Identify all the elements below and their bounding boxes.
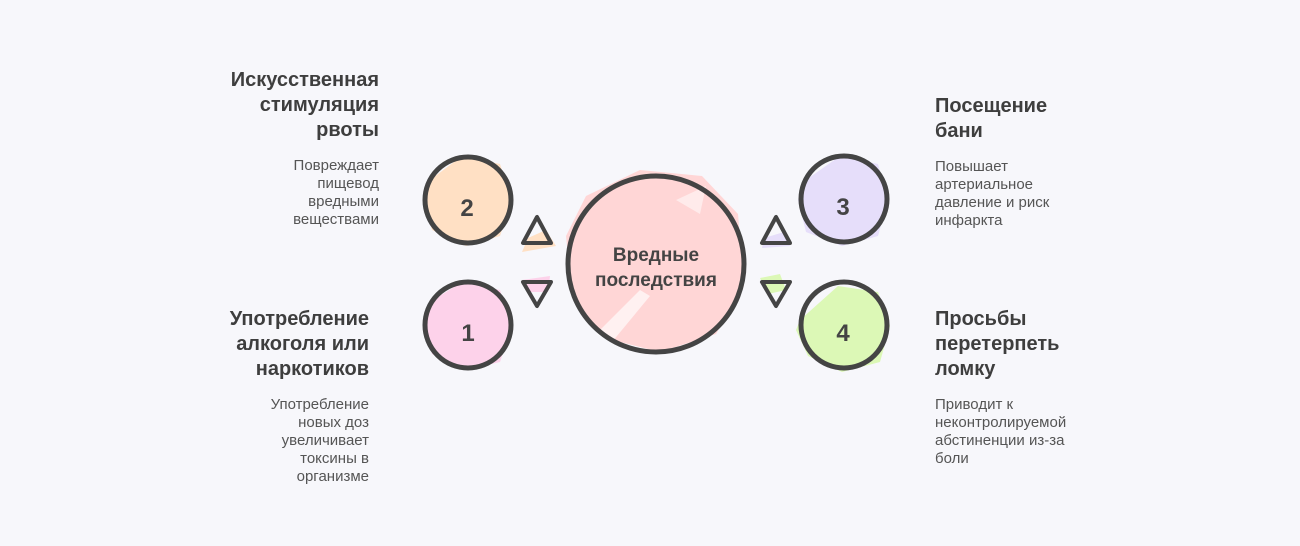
item-4-text: Просьбы перетерпеть ломку Приводит к нек… xyxy=(935,307,1155,468)
item-2-description: Повреждает пищевод вредными веществами xyxy=(293,157,379,228)
node-4-number: 4 xyxy=(836,320,850,347)
arrow-down-left xyxy=(521,276,553,308)
node-4-circle xyxy=(798,279,890,371)
item-3-text: Посещение бани Повышает артериальное дав… xyxy=(935,94,1155,230)
node-1-number: 1 xyxy=(461,320,474,347)
arrow-down-right xyxy=(760,274,792,308)
item-1-title: Употребление алкоголя или наркотиков xyxy=(229,308,369,380)
node-1-circle xyxy=(422,279,514,371)
item-3-title: Посещение бани xyxy=(935,95,1048,142)
item-1-text: Употребление алкоголя или наркотиков Упо… xyxy=(149,307,369,486)
node-2: 2 xyxy=(422,154,514,246)
node-3: 3 xyxy=(798,153,890,246)
node-2-circle xyxy=(422,154,514,246)
item-1-description: Употребление новых доз увеличивает токси… xyxy=(270,396,369,485)
node-3-fill xyxy=(798,156,888,246)
arrow-up-right xyxy=(760,215,792,248)
arrow-up-left xyxy=(521,215,556,252)
node-1: 1 xyxy=(422,279,514,371)
node-2-fill xyxy=(424,156,512,246)
item-2-text: Искусственная стимуляция рвоты Повреждае… xyxy=(159,68,379,229)
arrow-up-left-outline xyxy=(521,215,553,245)
item-3-description: Повышает артериальное давление и риск ин… xyxy=(935,158,1050,229)
center-sketch-stroke xyxy=(596,290,650,342)
center-sketch-stroke-2 xyxy=(676,186,706,214)
node-1-fill xyxy=(424,282,512,370)
center-node: Вредные последствия xyxy=(565,170,747,355)
item-2-title: Искусственная стимуляция рвоты xyxy=(230,69,379,141)
node-3-circle xyxy=(798,153,890,245)
node-4-fill xyxy=(796,286,890,372)
arrow-down-left-outline xyxy=(521,280,553,308)
item-4-description: Приводит к неконтролируемой абстиненции … xyxy=(935,396,1067,467)
node-2-number: 2 xyxy=(460,195,473,222)
arrow-down-right-outline xyxy=(760,280,792,308)
item-4-title: Просьбы перетерпеть ломку xyxy=(935,308,1060,380)
center-label-line1: Вредные xyxy=(613,245,699,266)
center-label-line2: последствия xyxy=(595,270,717,291)
node-3-number: 3 xyxy=(836,194,849,221)
center-fill xyxy=(566,170,744,352)
center-circle xyxy=(565,173,747,355)
arrow-up-right-outline xyxy=(760,215,792,245)
node-4: 4 xyxy=(796,279,890,372)
